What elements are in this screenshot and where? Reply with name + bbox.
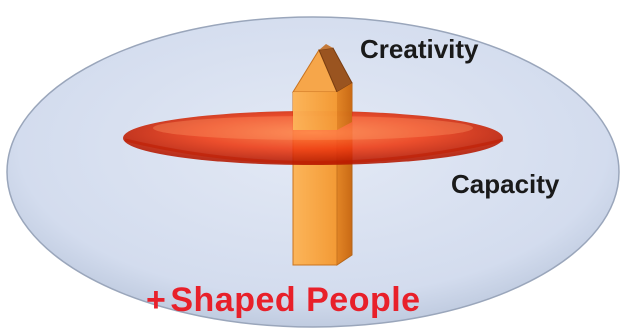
plus-symbol: +	[146, 281, 167, 319]
title-label: +Shaped People	[146, 283, 421, 317]
title-text: Shaped People	[170, 281, 421, 319]
creativity-label: Creativity	[360, 34, 479, 64]
disc-front-edge	[124, 138, 504, 164]
pillar-upper-overlay	[293, 83, 352, 130]
capacity-label: Capacity	[451, 169, 560, 199]
